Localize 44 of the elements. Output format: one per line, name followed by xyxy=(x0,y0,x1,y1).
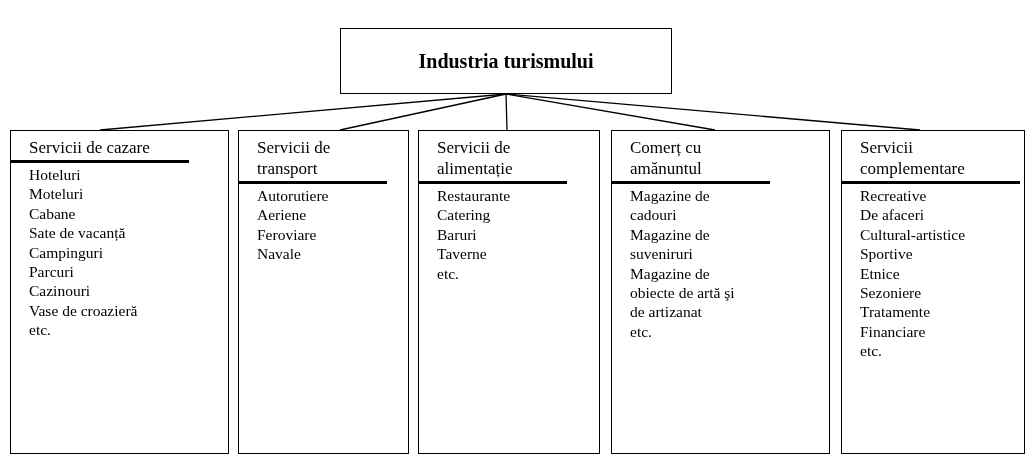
category-item: Parcuri xyxy=(28,262,75,282)
category-item: Etnice xyxy=(859,263,901,284)
category-heading: Servicii de alimentație xyxy=(419,137,567,184)
category-heading: Servicii de cazare xyxy=(11,137,189,163)
title-text: Industria turismului xyxy=(418,49,594,73)
category-item: Campinguri xyxy=(28,242,105,263)
root-box xyxy=(340,28,672,94)
category-item: etc. xyxy=(28,320,52,340)
category-item: etc. xyxy=(859,341,883,361)
category-item: Sportive xyxy=(859,244,914,264)
category-item: Autorutiere xyxy=(256,186,330,206)
category-heading: Comerț cu amănuntul xyxy=(612,137,770,184)
category-box xyxy=(841,130,1025,454)
category-item: Baruri xyxy=(436,224,478,245)
category-box xyxy=(10,130,229,454)
category-item: Cultural-artistice xyxy=(859,224,967,245)
category-item: Vase de croazieră xyxy=(28,300,139,321)
category-item: Magazine de cadouri xyxy=(629,186,711,225)
category-item: Cabane xyxy=(28,203,77,224)
category-item: Catering xyxy=(436,205,492,225)
category-item: etc. xyxy=(629,321,653,342)
category-item: Cazinouri xyxy=(28,281,92,301)
category-item: Sate de vacanță xyxy=(28,223,127,243)
category-item: Financiare xyxy=(859,321,927,342)
category-item: Feroviare xyxy=(256,224,318,245)
category-item: De afaceri xyxy=(859,205,926,225)
category-item: Sezoniere xyxy=(859,283,923,303)
connector-line xyxy=(339,93,507,131)
category-item: Aeriene xyxy=(256,205,308,225)
category-heading: Servicii de transport xyxy=(239,137,387,184)
category-item: Restaurante xyxy=(436,186,512,206)
category-box xyxy=(418,130,600,454)
category-item: Magazine de suveniruri xyxy=(629,224,711,264)
category-item: etc. xyxy=(436,263,460,284)
category-item: Moteluri xyxy=(28,184,85,204)
connector-line xyxy=(505,93,508,131)
category-item: Navale xyxy=(256,244,302,264)
category-item: Tratamente xyxy=(859,302,932,322)
category-item: Hoteluri xyxy=(28,165,82,185)
category-item: Taverne xyxy=(436,244,488,264)
category-heading: Servicii complementare xyxy=(842,137,1020,184)
category-item: Recreative xyxy=(859,186,928,206)
category-box xyxy=(611,130,830,454)
category-box xyxy=(238,130,409,454)
